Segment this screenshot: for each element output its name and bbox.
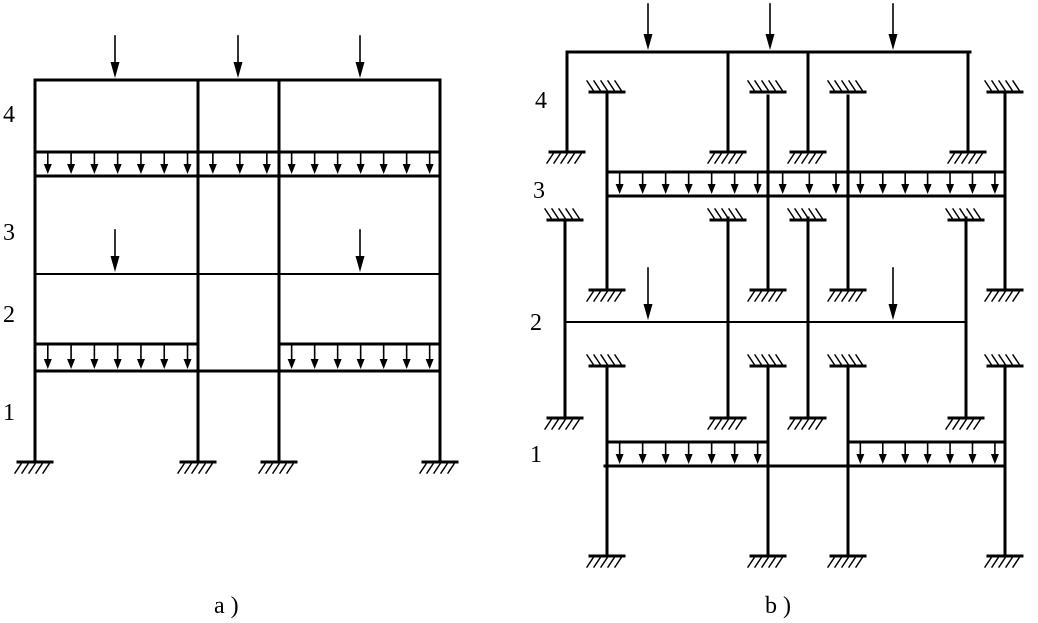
load-band-a-level4-left [33, 150, 200, 178]
point-load-a-top-2 [233, 35, 243, 78]
fixed-support-b-18 [706, 416, 747, 431]
fixed-support-b-6 [746, 79, 787, 94]
fixed-support-b-15 [786, 207, 827, 222]
fixed-support-b-1 [545, 150, 586, 165]
point-load-b-top-1 [643, 3, 653, 50]
frame-a [13, 35, 459, 475]
fixed-support-a-4 [418, 460, 459, 475]
frame-b-floor-label-1: 1 [530, 442, 542, 468]
frame-b-caption: b ) [765, 593, 791, 619]
load-band-a-level2-right [277, 342, 442, 373]
point-load-a-mid-1 [110, 229, 120, 272]
frame-a-floor-label-4: 4 [3, 102, 15, 128]
fixed-support-b-10 [746, 288, 787, 303]
frame-b-fixed-supports [543, 79, 1024, 569]
load-band-a-level2-left [33, 342, 200, 373]
fixed-support-b-7 [826, 79, 867, 94]
fixed-support-b-23 [826, 353, 867, 368]
frame-a-beams [33, 78, 442, 373]
frame-a-floor-label-2: 2 [3, 302, 15, 328]
frame-a-columns [33, 78, 442, 464]
fixed-support-b-8 [983, 79, 1024, 94]
frame-a-floor-label-1: 1 [3, 400, 15, 426]
fixed-support-b-14 [706, 207, 747, 222]
load-band-b-level3-right [846, 170, 1007, 198]
fixed-support-b-24 [983, 353, 1024, 368]
fixed-support-b-11 [826, 288, 867, 303]
fixed-support-b-28 [983, 554, 1024, 569]
point-load-b-mid-1 [643, 267, 653, 320]
fixed-support-b-26 [746, 554, 787, 569]
frame-b-floor-label-4: 4 [535, 88, 547, 114]
fixed-support-b-9 [585, 288, 626, 303]
frame-b-distributed-loads [605, 170, 1007, 468]
frame-a-caption: a ) [214, 593, 239, 619]
frame-b-floor-label-2: 2 [530, 310, 542, 336]
frame-b [543, 3, 1024, 569]
load-band-a-level4-mid [196, 150, 281, 178]
point-load-a-top-1 [110, 35, 120, 78]
load-band-a-level4-right [277, 150, 442, 178]
fixed-support-b-12 [983, 288, 1024, 303]
fixed-support-b-4 [946, 150, 987, 165]
frame-b-beams [564, 50, 1007, 468]
frame-b-floor-labels: 1 2 3 4 [530, 88, 547, 468]
frame-a-point-loads [110, 35, 365, 272]
frame-a-floor-label-3: 3 [3, 220, 15, 246]
fixed-support-a-3 [257, 460, 298, 475]
point-load-b-top-2 [765, 3, 775, 50]
point-load-a-top-3 [355, 35, 365, 78]
fixed-support-b-2 [706, 150, 747, 165]
fixed-support-b-16 [944, 207, 985, 222]
fixed-support-a-2 [176, 460, 217, 475]
load-band-b-level3-left [605, 170, 770, 198]
fixed-support-b-25 [585, 554, 626, 569]
fixed-support-b-17 [543, 416, 584, 431]
point-load-b-top-3 [888, 3, 898, 50]
load-band-b-level1-right [846, 440, 1007, 468]
frame-b-point-loads [643, 3, 898, 320]
point-load-a-mid-2 [355, 229, 365, 272]
fixed-support-b-13 [543, 207, 584, 222]
frame-a-fixed-supports [13, 460, 459, 475]
fixed-support-a-1 [13, 460, 54, 475]
point-load-b-mid-2 [888, 267, 898, 320]
frame-a-distributed-loads [33, 150, 442, 373]
fixed-support-b-19 [786, 416, 827, 431]
fixed-support-b-21 [585, 353, 626, 368]
frame-b-floor-label-3: 3 [533, 178, 545, 204]
fixed-support-b-5 [585, 79, 626, 94]
fixed-support-b-22 [746, 353, 787, 368]
load-band-b-level1-left [605, 440, 770, 468]
fixed-support-b-20 [944, 416, 985, 431]
frame-a-floor-labels: 1 2 3 4 [3, 102, 15, 426]
frame-b-columns [563, 50, 1007, 558]
fixed-support-b-3 [786, 150, 827, 165]
fixed-support-b-27 [826, 554, 867, 569]
load-band-b-level3-mid [766, 170, 850, 198]
